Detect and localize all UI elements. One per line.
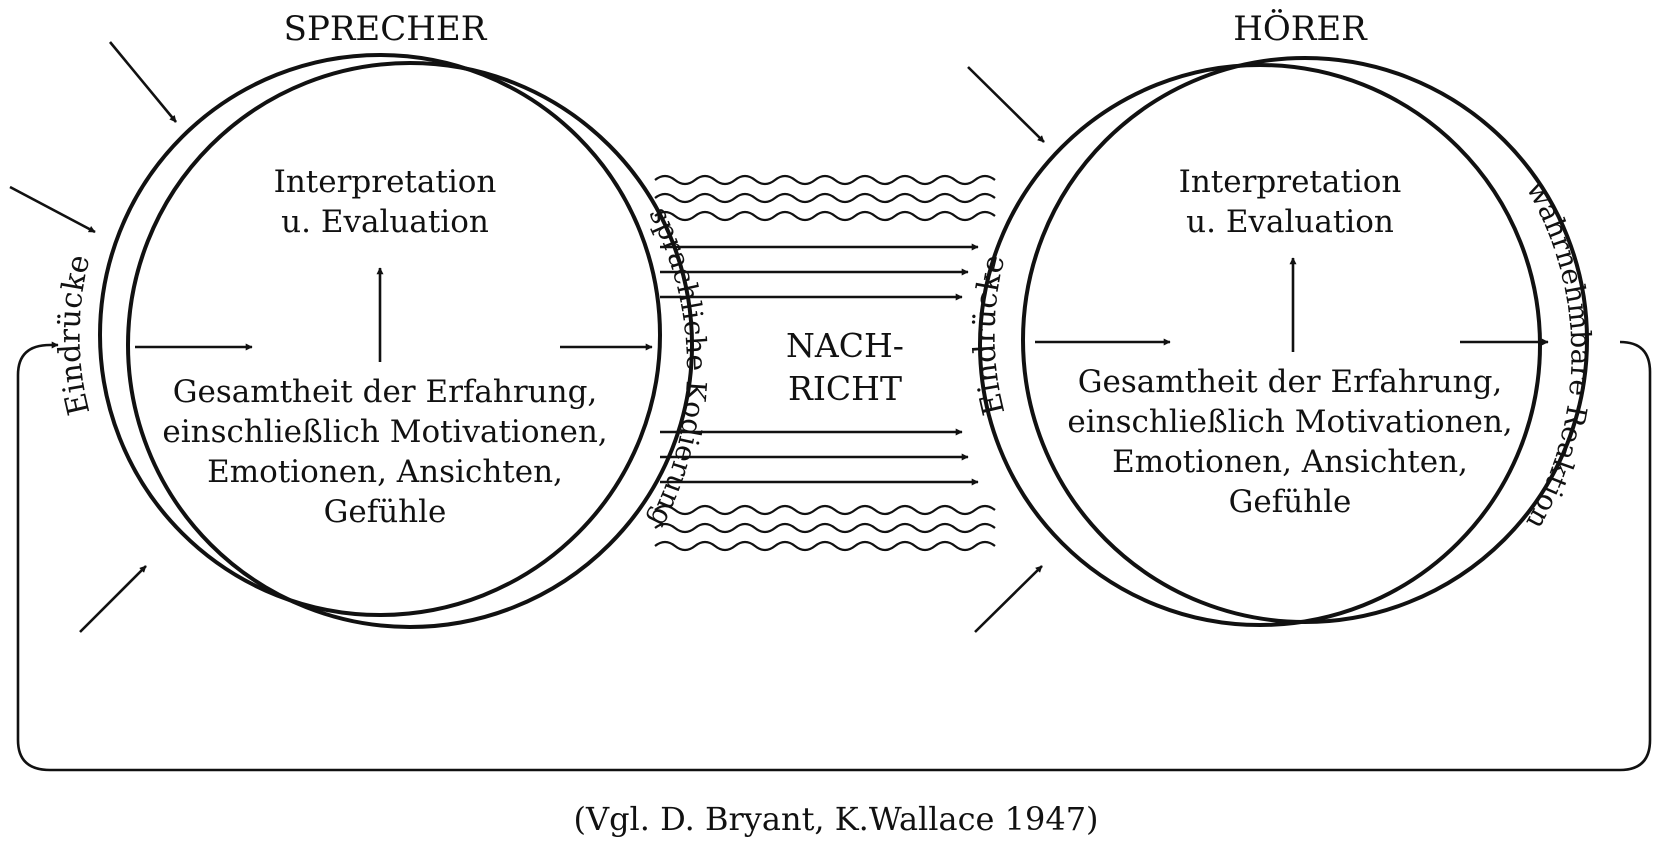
listener-group: HÖRER Eindrücke wahrnehmbare Reaktion In… xyxy=(967,8,1598,633)
listener-interpretation-line2: u. Evaluation xyxy=(1186,204,1394,240)
listener-interpretation-line1: Interpretation xyxy=(1179,164,1402,200)
speaker-experience-line4: Gefühle xyxy=(324,494,447,530)
listener-inner-circle xyxy=(1021,56,1589,624)
speaker-experience-line2: einschließlich Motivationen, xyxy=(162,414,607,450)
channel-wave-top-1 xyxy=(654,174,996,186)
speaker-input-arrow-2 xyxy=(9,185,96,234)
channel-wave-bottom-3 xyxy=(654,540,996,552)
speaker-input-arrow-1 xyxy=(108,41,178,123)
channel-wave-bottom-2 xyxy=(654,522,996,534)
speaker-experience-line3: Emotionen, Ansichten, xyxy=(207,454,563,490)
speaker-impressions-label: Eindrücke xyxy=(53,251,98,418)
speaker-experience-line1: Gesamtheit der Erfahrung, xyxy=(173,374,598,410)
listener-experience-line3: Emotionen, Ansichten, xyxy=(1112,444,1468,480)
listener-reaction-label: wahrnehmbare Reaktion xyxy=(1520,175,1598,535)
listener-experience-line1: Gesamtheit der Erfahrung, xyxy=(1078,364,1503,400)
listener-experience-line2: einschließlich Motivationen, xyxy=(1067,404,1512,440)
feedback-loop-arrow xyxy=(16,340,1652,772)
listener-heading: HÖRER xyxy=(1233,8,1368,49)
message-label-line1: NACH- xyxy=(786,326,904,365)
listener-impressions-label: Eindrücke xyxy=(968,251,1013,418)
speaker-interpretation-line1: Interpretation xyxy=(274,164,497,200)
speaker-inner-circle xyxy=(126,61,694,629)
message-label-line2: RICHT xyxy=(788,369,902,408)
speaker-interpretation-line2: u. Evaluation xyxy=(281,204,489,240)
speaker-outer-circle xyxy=(98,53,662,617)
listener-input-arrow-1 xyxy=(967,66,1045,143)
listener-input-arrow-2 xyxy=(974,565,1043,633)
source-caption: (Vgl. D. Bryant, K.Wallace 1947) xyxy=(573,800,1098,838)
speaker-heading: SPRECHER xyxy=(284,9,488,49)
channel-wave-bottom-1 xyxy=(654,504,996,516)
channel-wave-top-2 xyxy=(654,192,996,204)
listener-experience-line4: Gefühle xyxy=(1229,484,1352,520)
channel-wave-top-3 xyxy=(654,210,996,222)
message-channel: NACH- RICHT xyxy=(654,174,996,552)
speaker-group: SPRECHER Eindrücke sprachliche Kodierung… xyxy=(9,9,713,633)
listener-outer-circle xyxy=(978,63,1542,627)
speaker-input-arrow-3 xyxy=(79,565,147,633)
